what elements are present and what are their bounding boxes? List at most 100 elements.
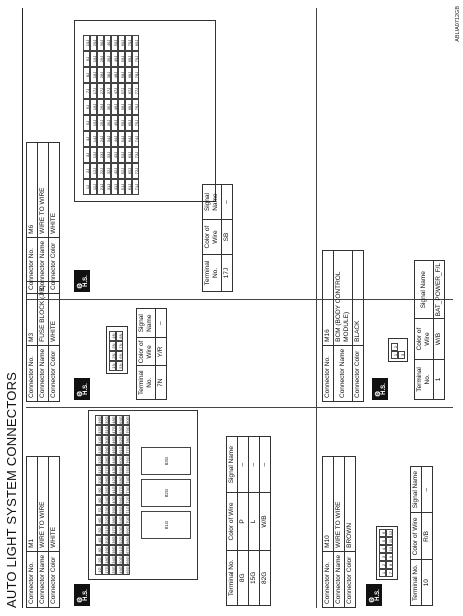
connector-icon: ⚙: [77, 596, 84, 603]
header-wire-color: Color of Wire: [202, 219, 222, 255]
connector-name: WIRE TO WIRE: [37, 142, 49, 238]
terminal-pin: 4G: [95, 535, 102, 545]
terminal-cell: 82G: [259, 550, 271, 606]
label: Connector No.: [26, 551, 38, 608]
label: Connector Color: [344, 551, 356, 608]
terminal-pin: 78G: [123, 435, 130, 445]
terminal-cell: 15G: [248, 550, 260, 606]
label: Connector No.: [322, 345, 334, 402]
label: Connector No.: [322, 551, 334, 608]
terminal-pin: 14J: [90, 131, 97, 147]
header-terminal: Terminal No.: [414, 359, 434, 400]
wire-color-cell: W/B: [433, 318, 445, 360]
terminal-pin: 2J: [83, 163, 90, 179]
terminal-pin: 70G: [123, 515, 130, 525]
connector-name: WIRE TO WIRE: [37, 456, 49, 552]
header-signal: Signal Name: [136, 308, 156, 338]
terminal-pin: 57J: [118, 83, 125, 99]
hs-badge: ⚙H.S.: [74, 270, 90, 292]
terminal-pin: 28J: [97, 67, 104, 83]
terminal-pin: 23G: [102, 505, 109, 515]
header-wire-color: Color of Wire: [410, 512, 422, 560]
terminal-pin: 46G: [109, 435, 116, 445]
connector-color: WHITE: [48, 142, 60, 238]
terminal-pin: 63J: [125, 147, 132, 163]
terminal-pin: 73J: [132, 147, 139, 163]
terminal-pin: 82G: [141, 479, 191, 507]
terminal-pin: 9J: [83, 51, 90, 67]
terminal-pin: 56J: [118, 99, 125, 115]
terminal-pin: 27J: [97, 83, 104, 99]
terminal-pin: 83G: [141, 447, 191, 475]
terminal-pin: 10G: [95, 475, 102, 485]
hs-badge: ⚙H.S.: [366, 584, 382, 606]
terminal-pin: 70J: [125, 35, 132, 51]
hs-badge: ⚙H.S.: [372, 378, 388, 400]
terminal-pin: 26G: [102, 475, 109, 485]
terminal-pin: 58J: [118, 67, 125, 83]
terminal-pin: 17J: [90, 83, 97, 99]
terminal-pin: 76J: [132, 99, 139, 115]
signal-cell: BAT_POWER_F/L: [433, 260, 445, 319]
terminal-pin: 71J: [132, 179, 139, 195]
terminal-pin: 21G: [102, 525, 109, 535]
terminal-pin: 2G: [95, 555, 102, 565]
title-rule: [22, 8, 23, 608]
terminal-pin: 66J: [125, 99, 132, 115]
terminal-pin: 60J: [118, 35, 125, 51]
m6-signal-table: Terminal No. Color of Wire Signal Name 1…: [202, 184, 233, 292]
terminal-pin: 79G: [123, 425, 130, 435]
terminal-pin: 80J: [132, 35, 139, 51]
terminal-pin: 29J: [97, 51, 104, 67]
terminal-pin: 65J: [125, 115, 132, 131]
m10-signal-table: Terminal No. Color of Wire Signal Name 1…: [410, 466, 433, 606]
terminal-pin: 61G: [116, 445, 123, 455]
column-divider: [26, 407, 453, 408]
header-terminal: Terminal No.: [136, 365, 156, 400]
terminal-pin: 32G: [102, 415, 109, 425]
terminal-pin: 12: [386, 529, 393, 537]
terminal-pin: 3G: [95, 545, 102, 555]
signal-cell: –: [259, 436, 271, 493]
terminal-pin: 40J: [104, 35, 111, 51]
terminal-pin: 60G: [116, 455, 123, 465]
header-signal: Signal Name: [410, 466, 422, 513]
terminal-pin: 49J: [111, 51, 118, 67]
terminal-pin: 75G: [123, 465, 130, 475]
terminal-pin: 48J: [111, 67, 118, 83]
terminal-pin: 43J: [111, 147, 118, 163]
terminal-pin: 15J: [90, 115, 97, 131]
terminal-pin: 39J: [104, 51, 111, 67]
terminal-pin: 44J: [111, 131, 118, 147]
terminal-pin: 51J: [118, 179, 125, 195]
wire-color-cell: Y/R: [155, 337, 167, 366]
row-divider: [316, 8, 317, 608]
terminal-pin: 25J: [97, 115, 104, 131]
terminal-pin: 5G: [95, 525, 102, 535]
m3-signal-table: Terminal No. Color of Wire Signal Name 7…: [136, 308, 167, 400]
terminal-pin: 64G: [116, 415, 123, 425]
terminal-pin: 31G: [102, 425, 109, 435]
terminal-pin: 35J: [104, 115, 111, 131]
terminal-pin: 45G: [109, 445, 116, 455]
terminal-pin: 69G: [123, 525, 130, 535]
terminal-pin: 18J: [90, 67, 97, 83]
terminal-pin: 7G: [95, 505, 102, 515]
label: Connector Name: [333, 345, 353, 402]
terminal-pin: 30J: [97, 35, 104, 51]
terminal-pin: 52G: [116, 535, 123, 545]
terminal-pin: 17G: [102, 565, 109, 575]
terminal-pin: 36G: [109, 535, 116, 545]
terminal-pin: 68G: [123, 535, 130, 545]
connector-icon: ⚙: [77, 390, 84, 397]
terminal-pin: 41J: [111, 179, 118, 195]
